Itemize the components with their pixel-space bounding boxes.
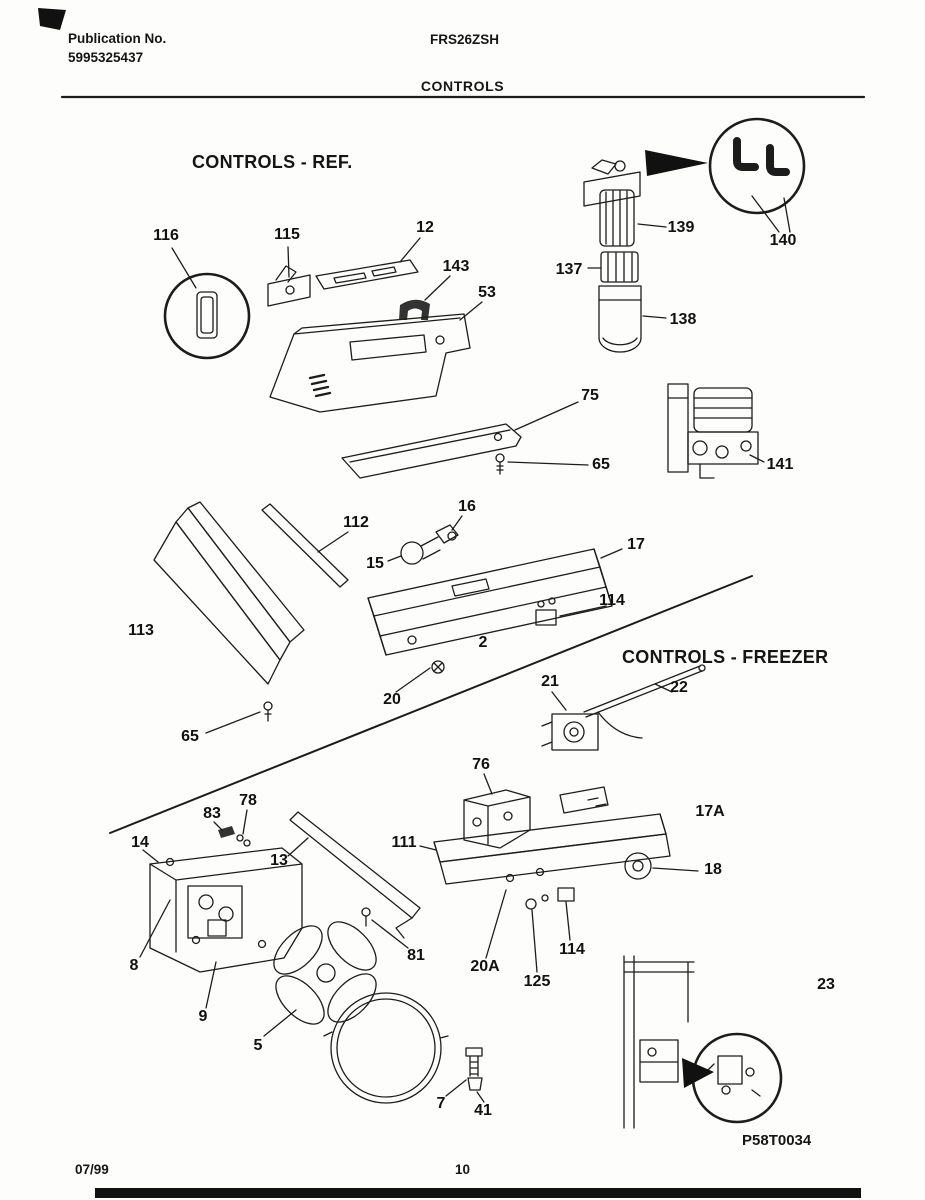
publication-label: Publication No. — [68, 31, 167, 46]
control-panel-ref — [367, 548, 623, 693]
drawing-code: P58T0034 — [742, 1132, 812, 1149]
icemaker-bracket-23 — [623, 955, 783, 1129]
footer-page-number: 10 — [454, 1162, 471, 1177]
publication-number: 5995325437 — [68, 49, 144, 65]
page-title: CONTROLS — [420, 78, 505, 94]
bracket-12 — [315, 237, 421, 290]
fan-shroud — [323, 992, 449, 1104]
scan-artifact — [38, 8, 66, 30]
screw-7-41 — [445, 1047, 485, 1103]
lamp-assembly — [387, 515, 463, 565]
fan-blade — [263, 921, 377, 1037]
freezer-panel-parts — [485, 887, 575, 973]
water-inlet-assembly — [583, 159, 667, 353]
section-divider — [109, 575, 753, 834]
bracket-115 — [267, 246, 311, 307]
detail-arrow-23 — [682, 1058, 714, 1088]
detail-arrow — [645, 150, 708, 176]
thermostat — [541, 664, 706, 751]
corner-trim-113 — [153, 501, 305, 685]
freezer-section-label: CONTROLS - FREEZER — [622, 647, 829, 667]
trim-112 — [261, 503, 349, 588]
control-housing-53 — [269, 301, 483, 413]
detail-circle-140 — [708, 117, 806, 233]
ref-section-label: CONTROLS - REF. — [192, 152, 353, 172]
bracket-75 — [341, 401, 589, 479]
control-panel-freezer — [419, 813, 699, 885]
clips-83-78 — [213, 809, 251, 847]
bottom-rule — [95, 1188, 861, 1198]
bracket-14 — [139, 847, 303, 1009]
defrost-rod-13 — [287, 811, 421, 949]
footer-date: 07/99 — [75, 1162, 109, 1177]
clip-143 — [399, 275, 451, 320]
detail-circle-116 — [163, 247, 251, 360]
publication-block: Publication No. 5995325437 — [68, 30, 166, 68]
screw-65b — [205, 701, 273, 734]
water-valve — [667, 383, 765, 479]
model-number: FRS26ZSH — [430, 32, 500, 47]
bracket-76 — [463, 773, 609, 849]
